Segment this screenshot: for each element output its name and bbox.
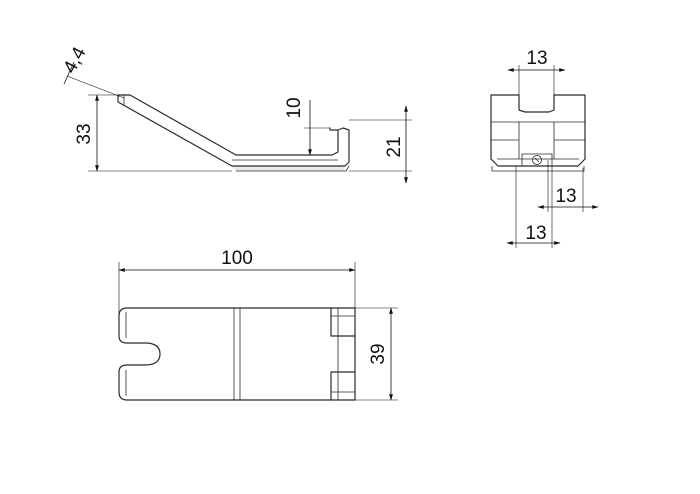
dim-side-height: 33 <box>74 94 232 172</box>
end-view <box>490 94 586 172</box>
dim-side-total: 21 <box>349 105 412 184</box>
dim-side-thickness-text: 4,4 <box>60 43 91 77</box>
dim-side-lip: 10 <box>284 97 330 156</box>
dim-plan-width-text: 39 <box>368 343 389 364</box>
dim-plan-length: 100 <box>118 248 356 316</box>
dim-end-right-offset-text: 13 <box>555 186 576 207</box>
dim-side-total-text: 21 <box>384 136 405 157</box>
dim-side-lip-text: 10 <box>284 97 305 118</box>
dim-plan-length-text: 100 <box>221 248 253 269</box>
dim-side-height-text: 33 <box>74 123 95 144</box>
dim-end-top-slot-text: 13 <box>526 48 547 69</box>
dim-side-thickness: 4,4 <box>60 43 125 99</box>
side-view <box>117 94 350 172</box>
dim-plan-width: 39 <box>355 307 398 401</box>
plan-view <box>118 307 356 401</box>
dim-end-bottom-offset: 13 <box>506 166 561 248</box>
dim-end-right-offset: 13 <box>537 160 599 212</box>
dim-end-bottom-offset-text: 13 <box>525 223 546 244</box>
dim-end-top-slot: 13 <box>507 48 566 95</box>
